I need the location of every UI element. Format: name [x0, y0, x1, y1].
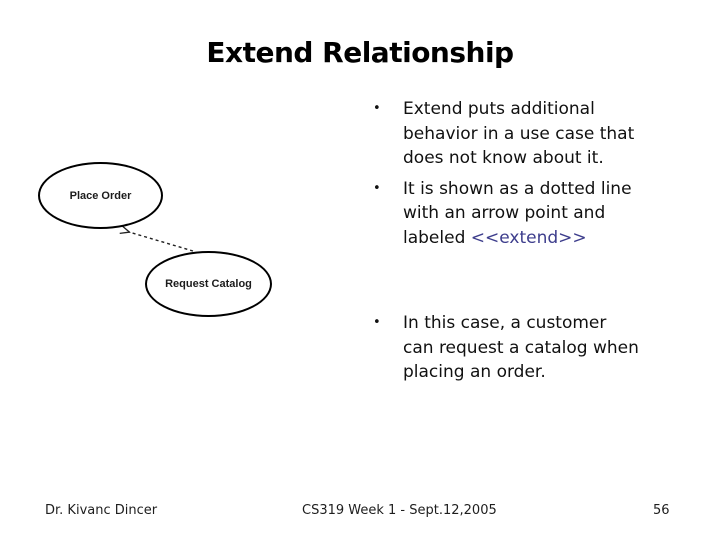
use-case-label: Request Catalog — [165, 278, 252, 290]
bullet-item: • In this case, a customer can request a… — [373, 311, 673, 385]
bullet-line: can request a catalog when — [403, 337, 639, 358]
bullet-line-prefix: labeled — [403, 227, 471, 248]
bullet-text: In this case, a customer can request a c… — [403, 311, 673, 385]
bullet-line: It is shown as a dotted line — [403, 178, 632, 199]
use-case-label: Place Order — [69, 189, 132, 202]
extend-stereotype-label: <<extend>> — [470, 227, 587, 248]
bullet-marker: • — [373, 180, 381, 196]
bullet-item: • Extend puts additional behavior in a u… — [373, 97, 673, 171]
footer-page-number: 56 — [653, 503, 670, 518]
use-case-ellipse-request-catalog: Request Catalog — [145, 251, 272, 317]
bullet-line: Extend puts additional — [403, 99, 595, 119]
bullet-marker: • — [373, 315, 381, 330]
slide-title: Extend Relationship — [206, 36, 514, 69]
bullet-line: does not know about it. — [403, 148, 604, 168]
bullet-line: In this case, a customer — [403, 313, 607, 333]
bullet-line: labeled <<extend>> — [403, 226, 673, 251]
bullet-block-bottom: • In this case, a customer can request a… — [373, 311, 673, 385]
footer-author: Dr. Kivanc Dincer — [45, 503, 158, 518]
bullet-block-top: • Extend puts additional behavior in a u… — [373, 97, 673, 250]
use-case-ellipse-place-order: Place Order — [38, 162, 163, 229]
bullet-text: Extend puts additional behavior in a use… — [403, 97, 673, 171]
bullet-line: with an arrow point and — [403, 203, 606, 223]
bullet-line: behavior in a use case that — [403, 123, 635, 144]
bullet-text: It is shown as a dotted line with an arr… — [403, 177, 673, 251]
bullet-line: placing an order. — [403, 362, 546, 382]
bullet-item: • It is shown as a dotted line with an a… — [373, 177, 673, 251]
bullet-marker: • — [373, 101, 381, 116]
footer-course-info: CS319 Week 1 - Sept.12,2005 — [302, 503, 497, 518]
